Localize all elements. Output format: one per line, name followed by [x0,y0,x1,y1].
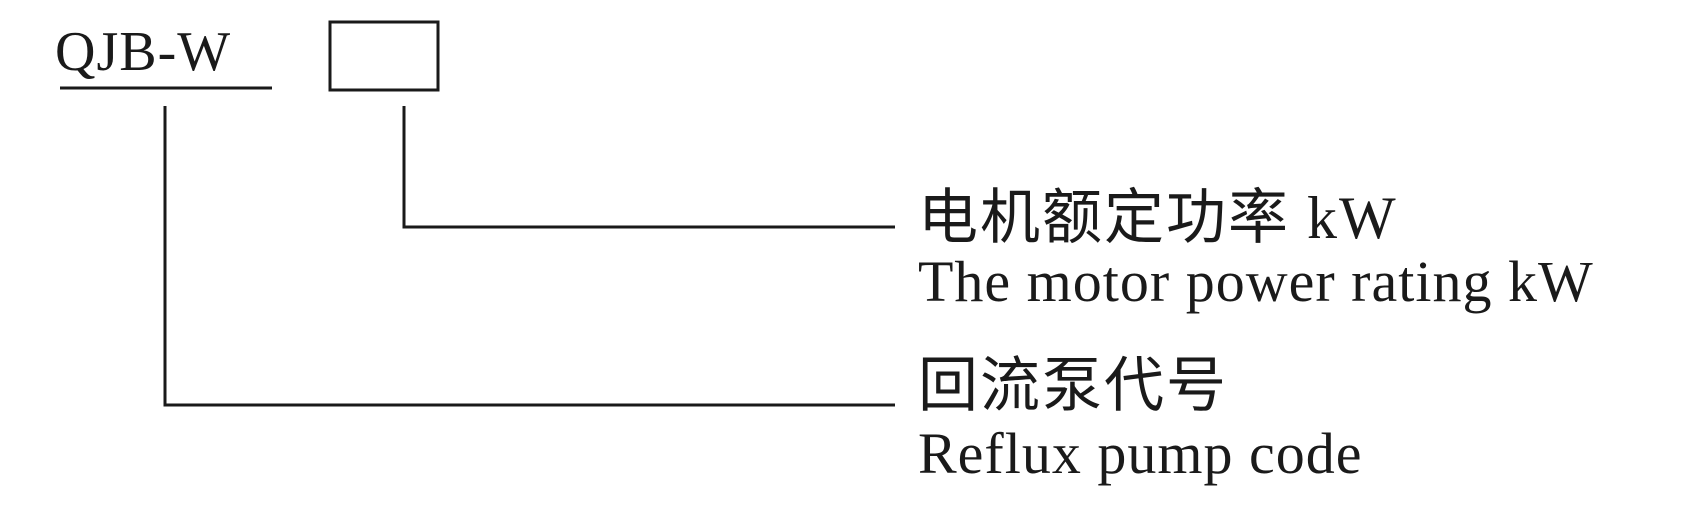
power-rating-label-en: The motor power rating kW [918,249,1594,314]
pump-code-label-en: Reflux pump code [918,421,1363,486]
model-code: QJB-W [55,21,232,83]
power-leader-line [402,106,895,229]
code-leader-line [163,106,895,407]
pump-code-label-cn: 回流泵代号 [918,353,1228,419]
power-placeholder-box [328,20,440,92]
power-rating-label-cn: 电机额定功率 kW [918,185,1398,251]
